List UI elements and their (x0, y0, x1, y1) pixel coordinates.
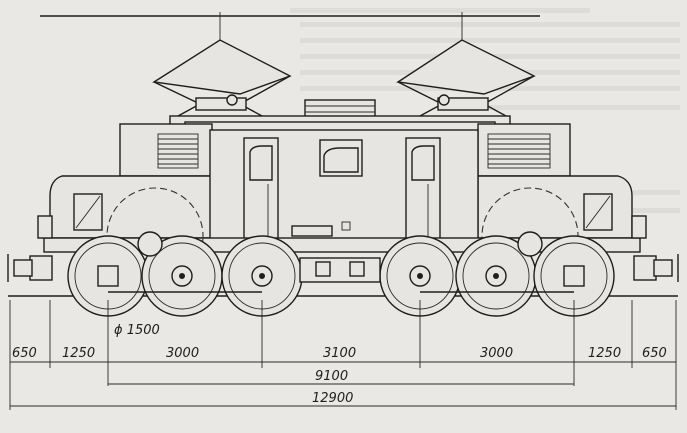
wheel (141, 235, 223, 317)
dimension-label-left-buffer-axle: 1250 (62, 346, 95, 361)
hood-left (49, 123, 213, 239)
dimension-label-right-axle-group: 3000 (480, 346, 513, 361)
wheel (67, 235, 149, 317)
hood-right (477, 123, 633, 239)
wheel (455, 235, 537, 317)
axle-center-lines (9, 300, 677, 410)
dimension-label-right-overhang: 650 (642, 346, 667, 361)
cab-body (209, 129, 479, 243)
wheel-diameter-label: ϕ 1500 (114, 323, 160, 338)
dimension-lines (10, 361, 676, 407)
dimension-label-left-axle-group: 3000 (166, 346, 199, 361)
buffer-right (631, 215, 679, 282)
dimension-label-center-span: 3100 (323, 346, 356, 361)
dimension-label-length-over-buffers: 12900 (312, 391, 353, 406)
pantograph-left (152, 12, 292, 117)
dimension-label-right-buffer-axle: 1250 (588, 346, 621, 361)
dimension-label-left-overhang: 650 (12, 346, 37, 361)
buffer-left (7, 215, 53, 282)
dimension-label-wheelbase-total: 9100 (315, 369, 348, 384)
running-gear (108, 231, 574, 293)
pantograph-right (396, 12, 536, 117)
wheel-dashed-outline-left (106, 187, 204, 285)
